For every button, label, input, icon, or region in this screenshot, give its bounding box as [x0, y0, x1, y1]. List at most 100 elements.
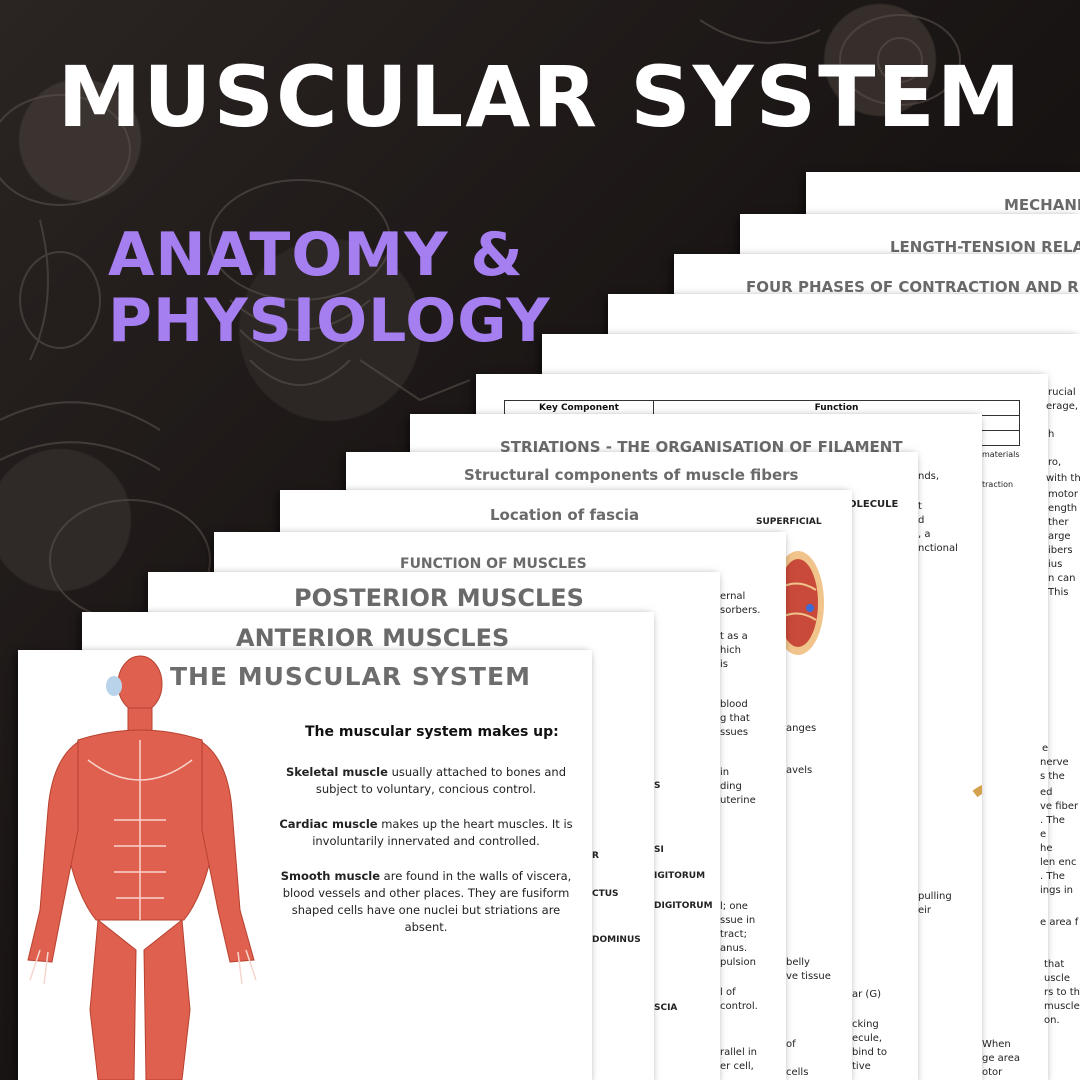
- text-fragment: ve fiber: [1040, 801, 1079, 812]
- text-fragment: rucial: [1048, 387, 1076, 398]
- text-fragment: ding: [720, 781, 742, 792]
- text-fragment: cells: [786, 1067, 809, 1078]
- text-fragment: tract;: [720, 929, 747, 940]
- subtitle-line-2: PHYSIOLOGY: [108, 286, 551, 356]
- sheet-title: LENGTH-TENSION RELA: [890, 238, 1080, 256]
- text-fragment: ar (G): [852, 989, 881, 1000]
- text-fragment: ernal: [720, 591, 746, 602]
- sheet-title: POSTERIOR MUSCLES: [294, 584, 584, 612]
- fascia-label: SUPERFICIAL: [756, 517, 822, 527]
- muscle-body-illustration: [27, 655, 257, 1080]
- sheet-title: FUNCTION OF MUSCLES: [400, 556, 587, 572]
- text-fragment: rs to th: [1044, 987, 1080, 998]
- tendon-illustration: [972, 785, 982, 798]
- text-fragment: n can: [1048, 573, 1076, 584]
- text-fragment: hich: [720, 645, 741, 656]
- text-fragment: e: [1040, 829, 1047, 840]
- text-fragment: in: [720, 767, 730, 778]
- text-fragment: pulling: [918, 891, 952, 902]
- text-fragment: belly: [786, 957, 810, 968]
- text-fragment: nds,: [918, 471, 940, 482]
- text-fragment: s the: [1040, 771, 1065, 782]
- text-fragment: SCIA: [654, 1003, 678, 1013]
- text-fragment: g that: [720, 713, 750, 724]
- text-fragment: l; one: [720, 901, 748, 912]
- text-fragment: IGITORUM: [654, 871, 706, 881]
- sheet-title: ANTERIOR MUSCLES: [236, 624, 510, 652]
- text-fragment: OLECULE: [848, 499, 899, 510]
- front-sheet-subheading: The muscular system makes up:: [305, 724, 559, 740]
- text-fragment: rallel in: [720, 1047, 758, 1058]
- text-fragment: ibers: [1048, 545, 1073, 556]
- text-fragment: on.: [1044, 1015, 1060, 1026]
- sheet-the-muscular-system: THE MUSCULAR SYSTEM The muscular system …: [18, 650, 592, 1080]
- text-fragment: l of: [720, 987, 736, 998]
- text-fragment: S: [654, 781, 661, 791]
- text-fragment: sorbers.: [720, 605, 761, 616]
- text-fragment: ve tissue: [786, 971, 831, 982]
- text-fragment: ge area: [982, 1053, 1020, 1064]
- text-fragment: ings in: [1040, 885, 1073, 896]
- text-fragment: pulsion: [720, 957, 756, 968]
- text-fragment: . The: [1040, 871, 1065, 882]
- text-fragment: avels: [786, 765, 813, 776]
- front-sheet-title: THE MUSCULAR SYSTEM: [170, 662, 531, 691]
- sheet-title: Location of fascia: [490, 506, 640, 524]
- text-fragment: ength: [1048, 503, 1078, 514]
- text-fragment: anges: [786, 723, 817, 734]
- text-fragment: nctional: [918, 543, 958, 554]
- text-fragment: materials: [982, 450, 1020, 459]
- text-fragment: When: [982, 1039, 1011, 1050]
- text-fragment: t: [918, 501, 922, 512]
- text-fragment: t as a: [720, 631, 748, 642]
- text-fragment: that: [1044, 959, 1065, 970]
- text-fragment: ssues: [720, 727, 749, 738]
- text-fragment: with the: [1046, 473, 1080, 484]
- text-fragment: d: [918, 515, 925, 526]
- text-fragment: e area f: [1040, 917, 1079, 928]
- text-fragment: nerve: [1040, 757, 1069, 768]
- text-fragment: ssue in: [720, 915, 756, 926]
- text-fragment: h: [1048, 429, 1055, 440]
- paragraph-skeletal: Skeletal muscle usually attached to bone…: [276, 764, 576, 798]
- text-fragment: motor: [1048, 489, 1079, 500]
- text-fragment: ecule,: [852, 1033, 883, 1044]
- text-fragment: arge: [1048, 531, 1071, 542]
- text-fragment: blood: [720, 699, 748, 710]
- sheet-title: Structural components of muscle fibers: [464, 466, 799, 484]
- term-skeletal: Skeletal muscle: [285, 765, 388, 779]
- text-fragment: is: [720, 659, 728, 670]
- text-fragment: CTUS: [592, 889, 619, 899]
- text-fragment: traction: [982, 480, 1014, 489]
- text-fragment: e: [1042, 743, 1049, 754]
- text-fragment: ther: [1048, 517, 1069, 528]
- text-fragment: bind to: [852, 1047, 888, 1058]
- text-smooth: are found in the walls of viscera, blood…: [282, 869, 572, 934]
- text-fragment: uscle: [1044, 973, 1070, 984]
- text-fragment: anus.: [720, 943, 748, 954]
- text-fragment: cking: [852, 1019, 879, 1030]
- text-fragment: muscle: [1044, 1001, 1080, 1012]
- text-fragment: . The: [1040, 815, 1065, 826]
- sheet-title: FOUR PHASES OF CONTRACTION AND RE: [746, 278, 1080, 296]
- text-fragment: er cell,: [720, 1061, 754, 1072]
- text-cardiac: makes up the heart muscles. It is involu…: [312, 817, 573, 848]
- text-fragment: R: [592, 851, 599, 861]
- page-title: MUSCULAR SYSTEM: [57, 48, 1023, 146]
- text-skeletal: usually attached to bones and subject to…: [315, 765, 566, 796]
- text-fragment: len enc: [1040, 857, 1077, 868]
- text-fragment: ius: [1048, 559, 1063, 570]
- paragraph-smooth: Smooth muscle are found in the walls of …: [276, 868, 576, 936]
- text-fragment: DIGITORUM: [654, 901, 713, 911]
- subtitle: ANATOMY & PHYSIOLOGY: [108, 222, 551, 354]
- text-fragment: ro,: [1048, 457, 1062, 468]
- text-fragment: tive: [852, 1061, 871, 1072]
- paragraph-cardiac: Cardiac muscle makes up the heart muscle…: [276, 816, 576, 850]
- text-fragment: ed: [1040, 787, 1053, 798]
- text-fragment: SI: [654, 845, 664, 855]
- text-fragment: otor: [982, 1067, 1003, 1078]
- text-fragment: eir: [918, 905, 932, 916]
- text-fragment: control.: [720, 1001, 758, 1012]
- term-smooth: Smooth muscle: [280, 869, 381, 883]
- term-cardiac: Cardiac muscle: [279, 817, 378, 831]
